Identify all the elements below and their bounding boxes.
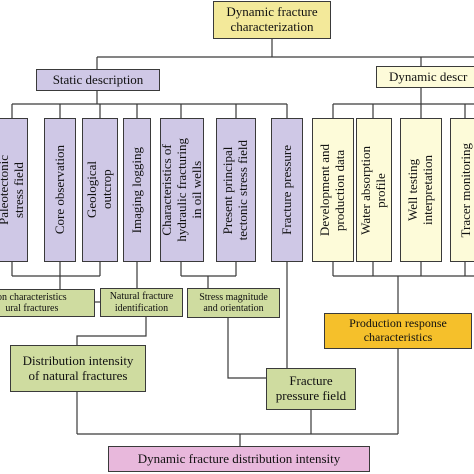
static-item-fracture-pressure: Fracture pressure [271,118,303,262]
distribution-intensity-node: Distribution intensity of natural fractu… [10,345,146,392]
static-description-node: Static description [36,69,160,91]
static-item-paleotectonic: Paleotectonic stress field [0,118,28,262]
static-item-label: Geological outcrop [84,161,114,219]
dynamic-item-well-testing: Well testing interpretation [400,118,442,262]
final-output-node: Dynamic fracture distribution intensity [108,446,370,472]
stress-magnitude-node: Stress magnitude and orientation [187,288,280,318]
static-item-label: Imaging logging [128,146,144,234]
static-item-core-observation: Core observation [44,118,76,262]
dynamic-item-label: Well testing interpretation [405,154,435,226]
production-response-node: Production response characteristics [324,313,472,349]
dynamic-item-label: Tracer monitoring [457,142,473,238]
static-item-label: Core observation [51,145,67,235]
dynamic-item-tracer-monitoring: Tracer monitoring [450,118,474,262]
dynamic-item-label: Development and production data [317,143,347,237]
fracture-pressure-field-node: Fracture pressure field [266,368,356,410]
static-item-geological-outcrop: Geological outcrop [82,118,118,262]
dynamic-item-development-data: Development and production data [312,118,354,262]
natural-fracture-identification-node: Natural fracture identification [100,288,183,317]
dynamic-description-node: Dynamic descr [376,66,474,88]
static-item-label: Characteristics of hydraulic fracturing … [158,138,204,242]
distribution-characteristics-node: on characteristics ural fractures [0,289,95,317]
static-item-label: Present principal tectonic stress field [220,139,250,241]
dynamic-item-water-absorption: Water absorption profile [356,118,392,262]
static-item-imaging-logging: Imaging logging [123,118,151,262]
static-item-hydraulic-fracturing: Characteristics of hydraulic fracturing … [158,118,204,262]
static-item-present-stress-field: Present principal tectonic stress field [216,118,256,262]
static-item-label: Paleotectonic stress field [0,154,26,226]
dynamic-item-label: Water absorption profile [358,145,388,235]
static-item-label: Fracture pressure [278,145,294,235]
root-node: Dynamic fracture characterization [213,1,331,39]
